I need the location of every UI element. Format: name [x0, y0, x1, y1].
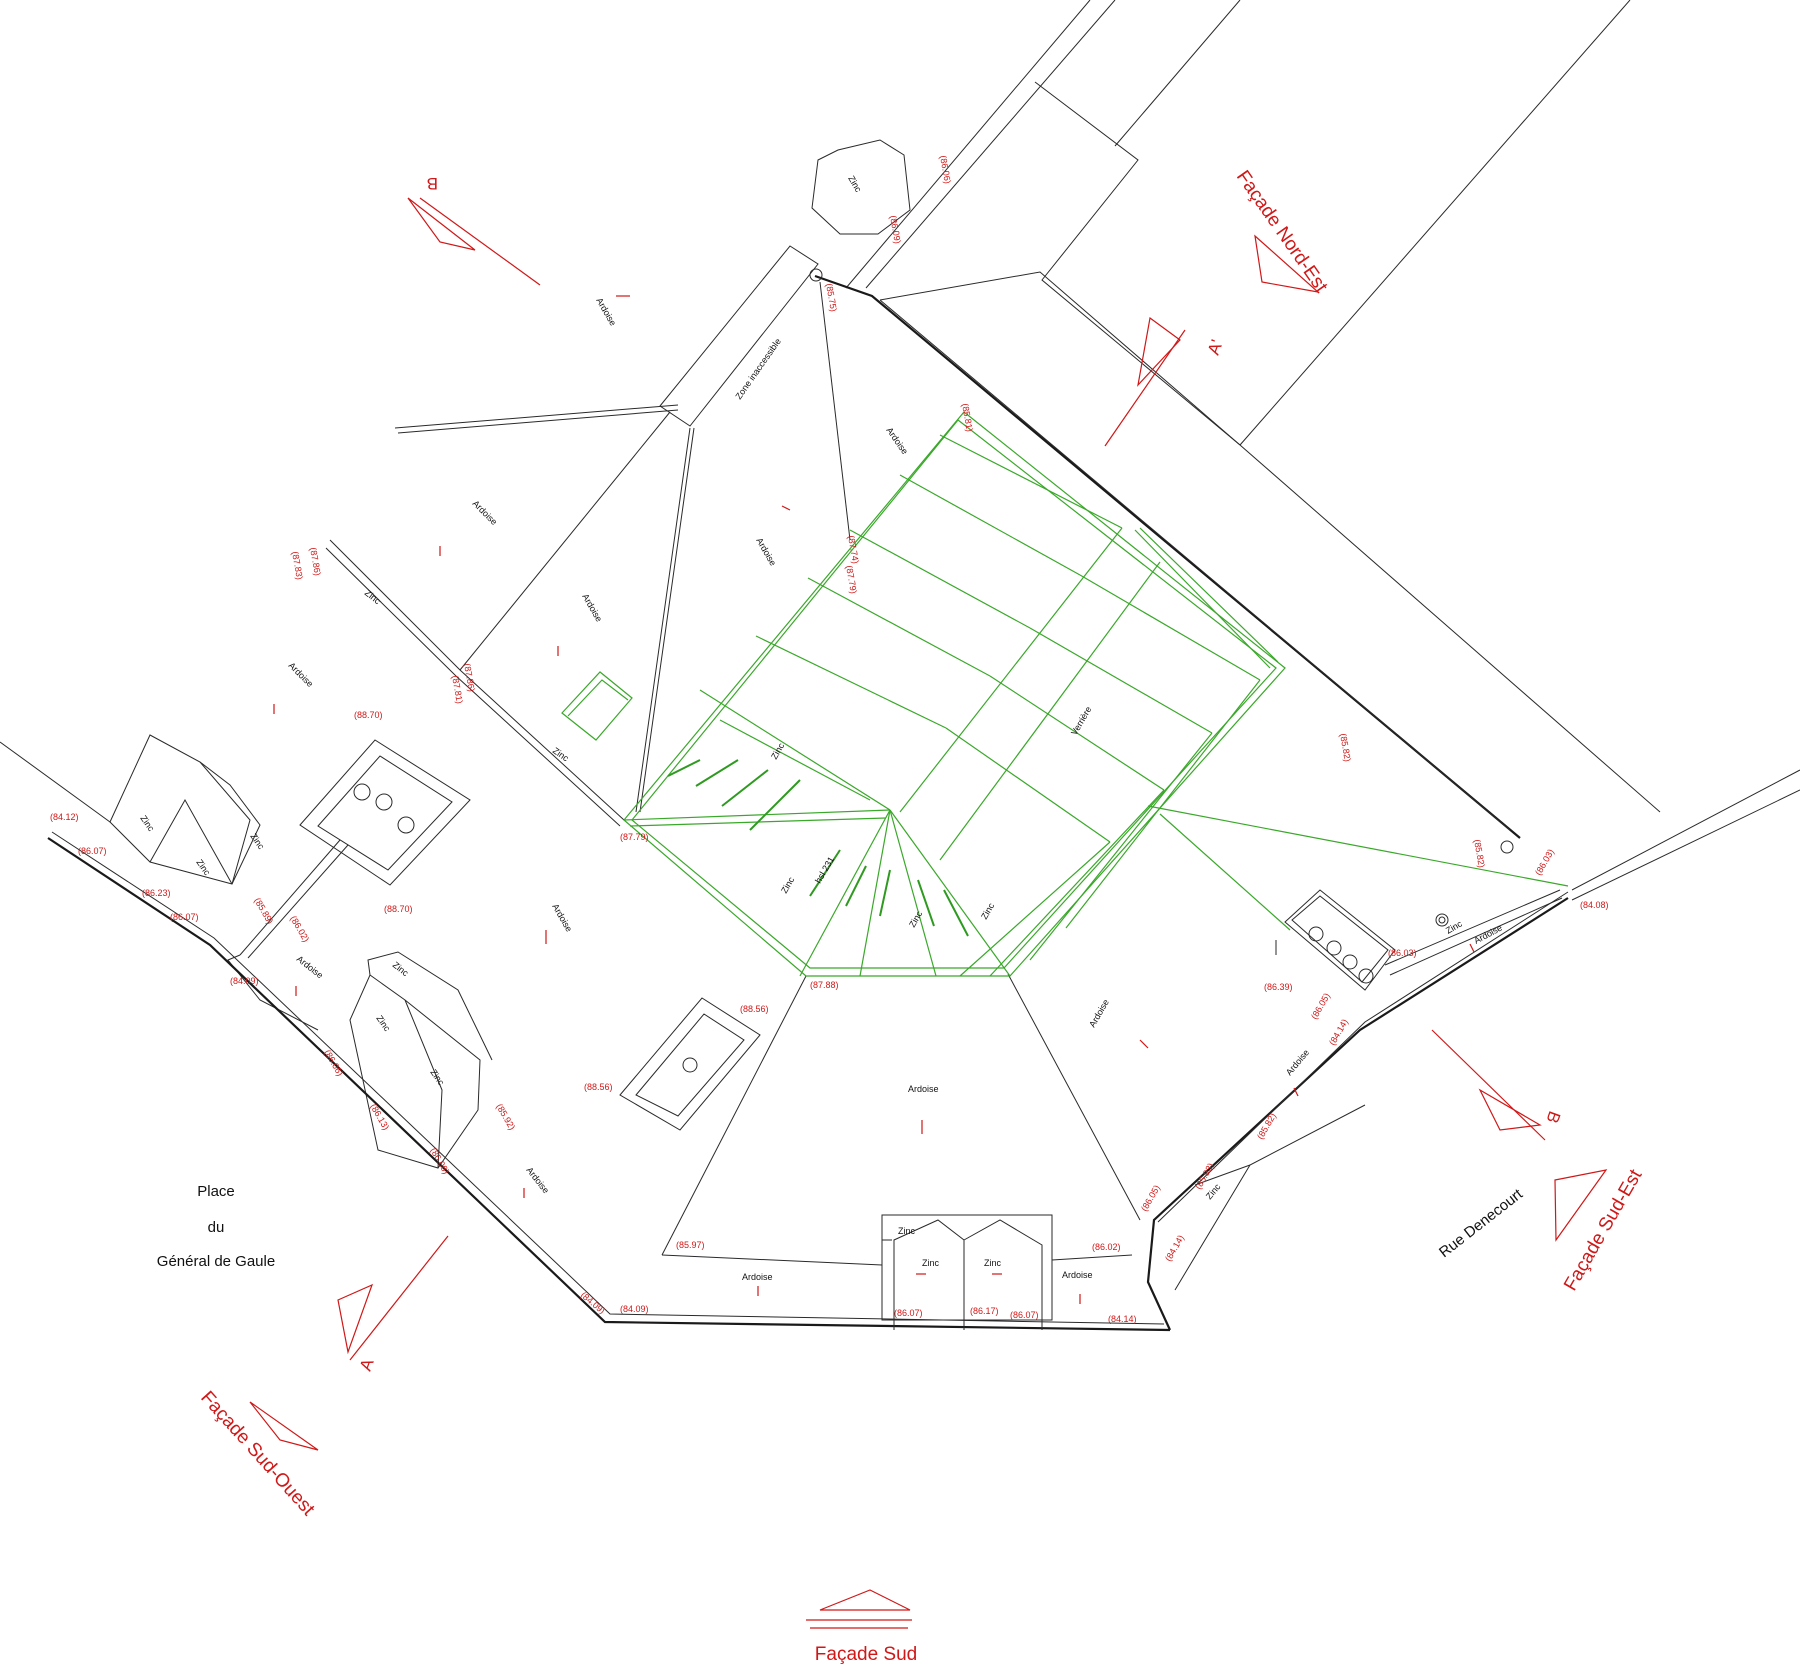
elevation-label: (86.02): [288, 914, 311, 944]
elevation-label: (85.75): [824, 283, 839, 313]
elevation-label: (85.82): [1338, 733, 1353, 763]
elevation-label: (84.08): [1580, 900, 1609, 910]
elevation-label: (86.07): [1010, 1310, 1039, 1320]
label-ardoise-6: Ardoise: [287, 660, 316, 689]
facade-nord-est-label: Façade Nord-Est: [1232, 167, 1332, 297]
elevation-label: (84.09): [620, 1304, 649, 1314]
label-ardoise-7: Ardoise: [550, 902, 574, 933]
building-outline: [47, 139, 1569, 1332]
elevation-label: (88.56): [584, 1082, 613, 1092]
elevation-label: (85.89): [252, 896, 275, 926]
elevation-label: (86.07): [894, 1308, 923, 1318]
elevation-label: (84.09): [230, 976, 259, 986]
label-ardoise-14: Ardoise: [742, 1272, 773, 1282]
label-zinc-green-4: Zinc: [979, 901, 996, 921]
label-ardoise-5: Ardoise: [580, 592, 604, 623]
elevation-label: (87.83): [290, 551, 305, 581]
elevation-label: (87.88): [810, 980, 839, 990]
elevation-label: (87.86): [462, 663, 477, 693]
label-zone-inaccessible: Zone inaccessible: [733, 336, 783, 401]
label-ardoise-11: Ardoise: [524, 1165, 551, 1195]
elevation-label: (88.70): [354, 710, 383, 720]
material-labels: Ardoise Zinc Zone inaccessible Ardoise A…: [138, 174, 1504, 1282]
place-line-1: Place: [197, 1183, 235, 1200]
elevation-label: (86.17): [970, 1306, 999, 1316]
elevation-label: (86.06): [938, 155, 953, 185]
elevation-label: (87.74): [846, 535, 861, 565]
elevation-label: (85.81): [960, 403, 975, 433]
place-line-2: du: [208, 1219, 225, 1236]
elevation-label: (84.14): [1108, 1314, 1137, 1324]
elevation-label: (85.92): [494, 1102, 517, 1132]
elevation-label: (87.79): [844, 565, 859, 595]
elevation-label: (85.82): [1255, 1111, 1278, 1141]
elevation-label: (85.82): [1472, 839, 1487, 869]
label-ardoise-1: Ardoise: [594, 296, 618, 327]
elevation-label: (86.05): [1139, 1183, 1162, 1213]
section-a-bottom: A: [356, 1356, 378, 1374]
label-ardoise-4: Ardoise: [754, 536, 778, 567]
elevation-label: (85.97): [676, 1240, 705, 1250]
label-zinc-se: Zinc: [1204, 1181, 1223, 1201]
place-line-3: Général de Gaule: [157, 1253, 275, 1270]
elevation-label: (86.03): [1388, 948, 1417, 958]
label-zinc-sw2: Zinc: [374, 1013, 392, 1033]
label-hsl: hsl 231: [813, 855, 836, 885]
elevation-label: (86.07): [170, 912, 199, 922]
elevation-label: (86.09): [888, 215, 903, 245]
label-verriere: Verrière: [1069, 705, 1093, 737]
section-b-right: B: [1542, 1109, 1564, 1126]
label-zinc-diag-1: Zinc: [363, 588, 383, 607]
elevation-label: (86.03): [1533, 847, 1556, 877]
north-zinc-block: [811, 139, 911, 235]
label-zinc-green-2: Zinc: [779, 875, 796, 895]
elevation-label: (86.06): [322, 1048, 345, 1078]
label-zinc-w3: Zinc: [248, 831, 266, 851]
elevation-label: (86.23): [142, 888, 171, 898]
elevation-label: (88.70): [384, 904, 413, 914]
label-ardoise-15: Ardoise: [1062, 1270, 1093, 1280]
label-ardoise-8: Ardoise: [295, 954, 325, 981]
label-ardoise-9: Ardoise: [1087, 998, 1111, 1029]
label-ardoise-13: Ardoise: [1284, 1047, 1311, 1077]
section-a-prime: A': [1204, 337, 1227, 357]
street-name: Rue Denecourt: [1436, 1185, 1527, 1261]
label-zinc-w1: Zinc: [138, 813, 156, 833]
elevation-label: (86.02): [1092, 1242, 1121, 1252]
elevation-label: (87.86): [308, 547, 323, 577]
elevation-label: (84.09): [579, 1290, 607, 1316]
place-name: Place du Général de Gaule: [157, 1183, 275, 1270]
elevation-label: (84.12): [50, 812, 79, 822]
label-ardoise-2: Ardoise: [884, 425, 910, 456]
elevation-labels: (86.06) (86.09) (85.75) (85.81) (87.74) …: [50, 155, 1609, 1324]
section-markers: [249, 197, 1608, 1629]
facade-sud-est-label: Façade Sud-Est: [1560, 1165, 1647, 1294]
elevation-label: (86.13): [368, 1102, 391, 1132]
label-zinc-sw3: Zinc: [428, 1067, 446, 1087]
elevation-label: (88.56): [740, 1004, 769, 1014]
label-zinc-north: Zinc: [846, 174, 863, 194]
elevation-label: (87.81): [450, 675, 465, 705]
label-zinc-sw1: Zinc: [391, 960, 411, 979]
context-lines: [0, 0, 1800, 901]
facade-sud-label: Façade Sud: [815, 1644, 917, 1665]
label-ardoise-3: Ardoise: [471, 498, 500, 527]
label-zinc-s3: Zinc: [984, 1258, 1002, 1268]
section-b-top: B: [427, 174, 438, 193]
zone-inaccessible-strip: [659, 245, 819, 427]
elevation-label: (84.14): [1163, 1233, 1186, 1263]
label-zinc-s1: Zinc: [898, 1226, 916, 1236]
elevation-label: (86.05): [1309, 991, 1332, 1021]
elevation-label: (86.06): [428, 1146, 451, 1176]
label-ardoise-10: Ardoise: [908, 1084, 939, 1094]
label-zinc-diag-2: Zinc: [551, 745, 571, 763]
elevation-label: (86.39): [1264, 982, 1293, 992]
label-zinc-s2: Zinc: [922, 1258, 940, 1268]
label-zinc-ne: Zinc: [1444, 918, 1464, 935]
elevation-label: (87.79): [620, 832, 649, 842]
label-zinc-green: Zinc: [769, 741, 786, 761]
elevation-label: (86.07): [78, 846, 107, 856]
verriere-glazing: [623, 411, 1569, 977]
